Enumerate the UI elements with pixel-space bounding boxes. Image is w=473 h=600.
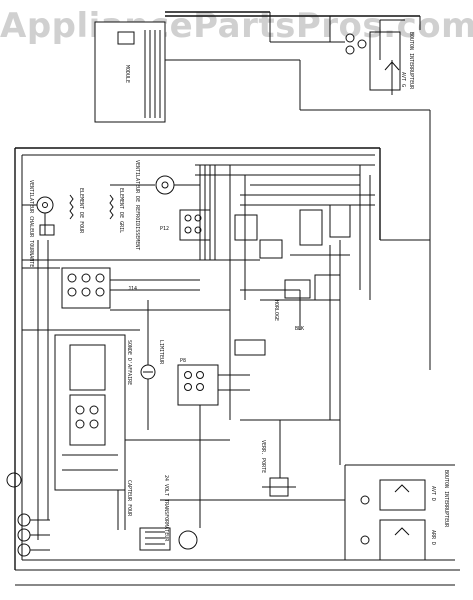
control-board: SONDE D'AFFAIRE xyxy=(54,334,132,491)
top-harness xyxy=(165,11,431,370)
module-label: MODULE xyxy=(124,65,130,83)
relay-bank: P12 xyxy=(160,164,375,300)
clock-connector: P8 HORLOGE xyxy=(177,289,301,406)
bouton-label-bottom: BOUTON INTERRUPTEUR xyxy=(443,470,449,528)
avt-d-label: AVT D xyxy=(430,486,436,501)
harness-wires: BLK xyxy=(22,165,430,540)
chaleur-label: VENTILATEUR CHALEUR TOURNANTE xyxy=(28,180,34,267)
door-lock: VERR. PORTE xyxy=(240,419,340,497)
blk-label: BLK xyxy=(295,326,304,332)
j14-label: J14 xyxy=(128,286,137,292)
cooling-fan: VENTILATEUR DE REFROIDISSEMENT xyxy=(110,160,200,250)
gril-label: ELEMENT DE GRIL xyxy=(118,188,124,233)
sonde-label: SONDE D'AFFAIRE xyxy=(126,340,132,385)
transformateur-label: 24 VOLT TRANSFORMATEUR xyxy=(163,475,169,542)
ventilateur-label: VENTILATEUR DE REFROIDISSEMENT xyxy=(134,160,140,250)
terminal-block: J14 xyxy=(22,259,260,309)
power-terminals xyxy=(6,472,50,557)
p12-label: P12 xyxy=(160,226,169,232)
capteur-label: CAPTEUR FOUR xyxy=(126,480,132,517)
broil-element: ELEMENT DE GRIL xyxy=(109,188,124,233)
arr-d-label: ARR D xyxy=(430,530,436,545)
bouton-label-top: BOUTON INTERRUPTEUR xyxy=(408,32,414,90)
switch-avt-g: BOUTON INTERRUPTEUR AVT G xyxy=(345,19,414,95)
convection-fan: VENTILATEUR CHALEUR TOURNANTE xyxy=(22,180,55,267)
oven-sensor: CAPTEUR FOUR xyxy=(117,480,132,530)
horloge-label: HORLOGE xyxy=(273,300,279,321)
bake-element: ELEMENT DE FOUR xyxy=(69,188,84,234)
module-block: MODULE xyxy=(94,21,166,123)
transformer: 24 VOLT TRANSFORMATEUR xyxy=(139,475,198,551)
four-label: ELEMENT DE FOUR xyxy=(78,188,84,234)
p8-label: P8 xyxy=(180,358,186,364)
avt-g-label: AVT G xyxy=(400,72,406,87)
verr-porte-label: VERR. PORTE xyxy=(260,440,266,473)
limiteur-label: LIMITEUR xyxy=(158,340,164,365)
limiter: LIMITEUR xyxy=(140,300,164,430)
switch-avt-d-arr-d: BOUTON INTERRUPTEUR AVT D ARR D xyxy=(344,464,455,561)
